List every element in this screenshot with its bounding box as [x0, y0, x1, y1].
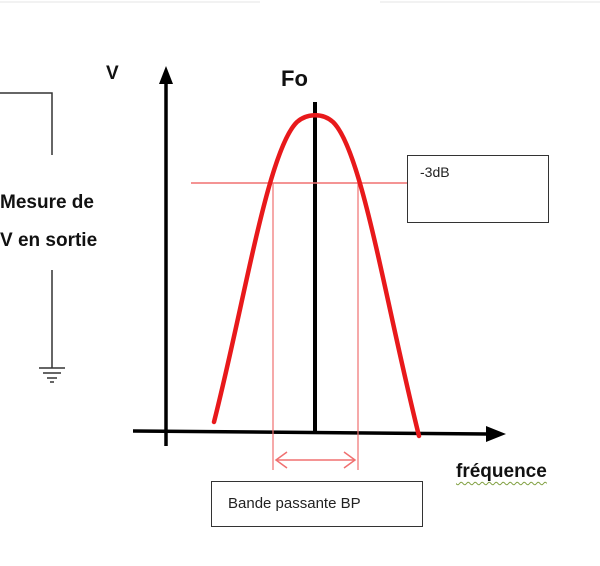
x-axis-label: fréquence [456, 461, 547, 482]
measure-label-line1: Mesure de [0, 192, 94, 213]
center-frequency-label: Fo [281, 66, 308, 91]
minus-3db-box: -3dB [407, 155, 549, 223]
y-axis-label: V [106, 63, 119, 84]
measure-label-line2: V en sortie [0, 230, 98, 251]
bandwidth-label: Bande passante BP [228, 495, 361, 512]
ground-icon [39, 367, 65, 383]
measure-label: Mesure de V en sortie [0, 184, 97, 260]
bandwidth-box: Bande passante BP [211, 481, 423, 527]
x-axis-arrow [486, 426, 506, 442]
bandwidth-arrow-icon [274, 451, 357, 469]
output-wire-top [0, 92, 53, 155]
response-curve [211, 113, 422, 439]
y-axis-arrow [159, 66, 173, 84]
minus-3db-label: -3dB [420, 164, 450, 180]
x-axis [132, 429, 489, 436]
